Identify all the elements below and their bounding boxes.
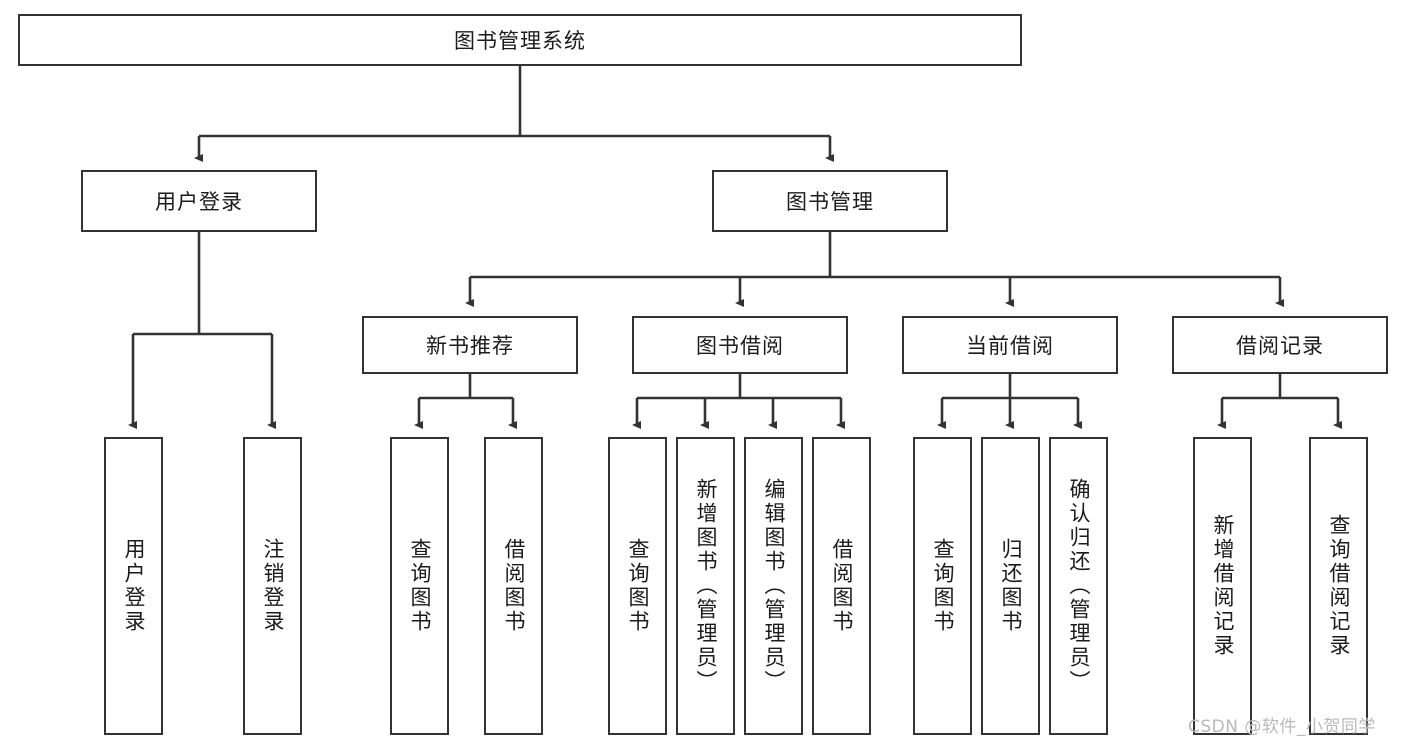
node-borrow-record[interactable]: 借阅记录 bbox=[1172, 316, 1388, 374]
node-root-system[interactable]: 图书管理系统 bbox=[18, 14, 1022, 66]
node-label: 编辑图书（管理员） bbox=[762, 478, 786, 694]
leaf-current-borrow-return[interactable]: 归还图书 bbox=[981, 437, 1040, 735]
node-current-borrow[interactable]: 当前借阅 bbox=[902, 316, 1118, 374]
node-label: 图书借阅 bbox=[696, 334, 784, 358]
node-label: 图书管理 bbox=[786, 190, 874, 214]
leaf-user-login-logout[interactable]: 注销登录 bbox=[243, 437, 302, 735]
node-label: 新书推荐 bbox=[426, 334, 514, 358]
leaf-user-login-login[interactable]: 用户登录 bbox=[104, 437, 163, 735]
node-label: 归还图书 bbox=[999, 538, 1023, 634]
node-book-management[interactable]: 图书管理 bbox=[712, 170, 948, 232]
node-label: 查询图书 bbox=[408, 538, 432, 634]
node-label: 用户登录 bbox=[155, 190, 243, 214]
leaf-book-borrow-edit[interactable]: 编辑图书（管理员） bbox=[744, 437, 803, 735]
leaf-borrow-record-add[interactable]: 新增借阅记录 bbox=[1193, 437, 1252, 735]
node-label: 当前借阅 bbox=[966, 334, 1054, 358]
node-label: 借阅记录 bbox=[1236, 334, 1324, 358]
leaf-current-borrow-confirm[interactable]: 确认归还（管理员） bbox=[1049, 437, 1108, 735]
leaf-book-borrow-query[interactable]: 查询图书 bbox=[608, 437, 667, 735]
node-user-login[interactable]: 用户登录 bbox=[81, 170, 317, 232]
node-label: 查询借阅记录 bbox=[1327, 514, 1351, 658]
node-book-borrow[interactable]: 图书借阅 bbox=[632, 316, 848, 374]
node-label: 查询图书 bbox=[626, 538, 650, 634]
node-new-book-recommend[interactable]: 新书推荐 bbox=[362, 316, 578, 374]
node-label: 新增图书（管理员） bbox=[694, 478, 718, 694]
node-label: 确认归还（管理员） bbox=[1067, 478, 1091, 694]
leaf-book-borrow-borrow[interactable]: 借阅图书 bbox=[812, 437, 871, 735]
node-label: 用户登录 bbox=[122, 538, 146, 634]
leaf-current-borrow-query[interactable]: 查询图书 bbox=[913, 437, 972, 735]
node-label: 查询图书 bbox=[931, 538, 955, 634]
csdn-watermark: CSDN @软件_小贺同学 bbox=[1188, 717, 1376, 737]
node-label: 图书管理系统 bbox=[454, 29, 586, 53]
node-label: 注销登录 bbox=[261, 538, 285, 634]
leaf-new-book-borrow[interactable]: 借阅图书 bbox=[484, 437, 543, 735]
node-label: 新增借阅记录 bbox=[1211, 514, 1235, 658]
node-label: 借阅图书 bbox=[502, 538, 526, 634]
leaf-book-borrow-add[interactable]: 新增图书（管理员） bbox=[676, 437, 735, 735]
leaf-borrow-record-query[interactable]: 查询借阅记录 bbox=[1309, 437, 1368, 735]
node-label: 借阅图书 bbox=[830, 538, 854, 634]
leaf-new-book-query[interactable]: 查询图书 bbox=[390, 437, 449, 735]
